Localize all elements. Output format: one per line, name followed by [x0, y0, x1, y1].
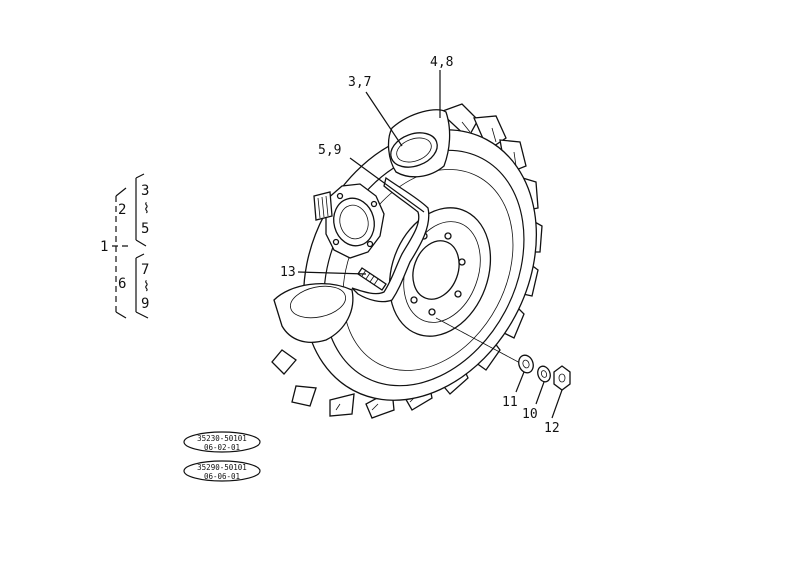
tree-node-2: 2	[118, 202, 126, 218]
reference-stamp-2: 35290-50101 06-06-01	[183, 460, 261, 482]
callout-4-8: 4,8	[430, 55, 453, 70]
leader-lines	[297, 70, 563, 419]
assembly-center-line	[435, 317, 523, 365]
callout-3-7: 3,7	[348, 75, 371, 90]
nut-12	[553, 365, 571, 391]
callout-11: 11	[502, 395, 518, 410]
callout-10: 10	[522, 407, 538, 422]
tree-node-7: 7	[141, 262, 149, 278]
reference-1-date: 06-02-01	[204, 443, 240, 452]
reference-2-date: 06-06-01	[204, 472, 240, 481]
washer-11	[518, 354, 534, 374]
washer-10	[537, 365, 551, 383]
reference-1-code: 35230-50101	[197, 434, 247, 443]
tree-node-5: 5	[141, 221, 149, 237]
parts-tree: 1 2 3 ⌇ 5 6 7 ⌇ 9	[100, 173, 150, 319]
tree-node-3: 3	[141, 183, 149, 199]
tree-ellipsis-a: ⌇	[143, 201, 150, 217]
callout-5-9: 5,9	[318, 143, 341, 158]
reference-2-code: 35290-50101	[197, 463, 247, 472]
hub-flange	[313, 183, 385, 259]
hub-cup-upper	[390, 132, 438, 168]
tree-node-6: 6	[118, 276, 126, 292]
tree-ellipsis-b: ⌇	[143, 279, 150, 295]
reference-stamp-1: 35230-50101 06-02-01	[183, 431, 261, 453]
wheel-center-hole	[412, 240, 460, 300]
cutaway-band	[351, 176, 430, 303]
callout-13: 13	[280, 265, 296, 280]
callout-12: 12	[544, 421, 560, 436]
tree-node-1: 1	[100, 239, 108, 255]
tree-node-9: 9	[141, 296, 149, 312]
